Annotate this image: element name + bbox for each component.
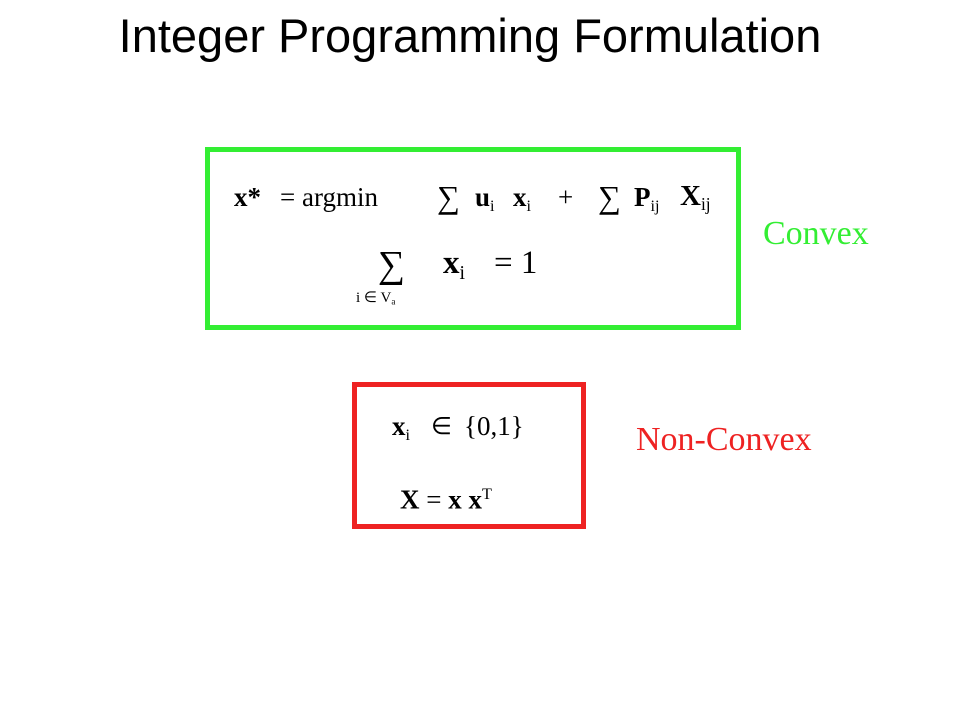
element-of-symbol: ∈	[431, 414, 452, 440]
plus-sign: +	[558, 182, 574, 212]
term-X: Xij	[680, 180, 711, 215]
constraint-sum-symbol: ∑	[378, 244, 406, 286]
constraint-equals: = 1	[494, 245, 538, 281]
convex-label: Convex	[763, 215, 869, 252]
outer-product-constraint: X = x xT	[400, 484, 492, 515]
constraint-x: xi	[443, 245, 465, 284]
non-convex-constraints-box	[352, 382, 586, 529]
page-title: Integer Programming Formulation	[118, 9, 822, 62]
term-u: ui	[475, 182, 495, 215]
objective-lhs: x*	[234, 182, 261, 212]
term-x: xi	[513, 182, 531, 215]
argmin-text: = argmin	[280, 182, 378, 212]
binary-set: {0,1}	[464, 411, 524, 441]
term-p: Pij	[634, 182, 660, 215]
integrality-x: xi	[392, 411, 410, 444]
sum-symbol-1: ∑	[437, 179, 460, 215]
convex-formulation-box	[205, 147, 741, 330]
non-convex-label: Non-Convex	[636, 421, 812, 458]
sum-symbol-2: ∑	[598, 179, 621, 215]
sum-index: i ∈ Va	[356, 290, 396, 307]
